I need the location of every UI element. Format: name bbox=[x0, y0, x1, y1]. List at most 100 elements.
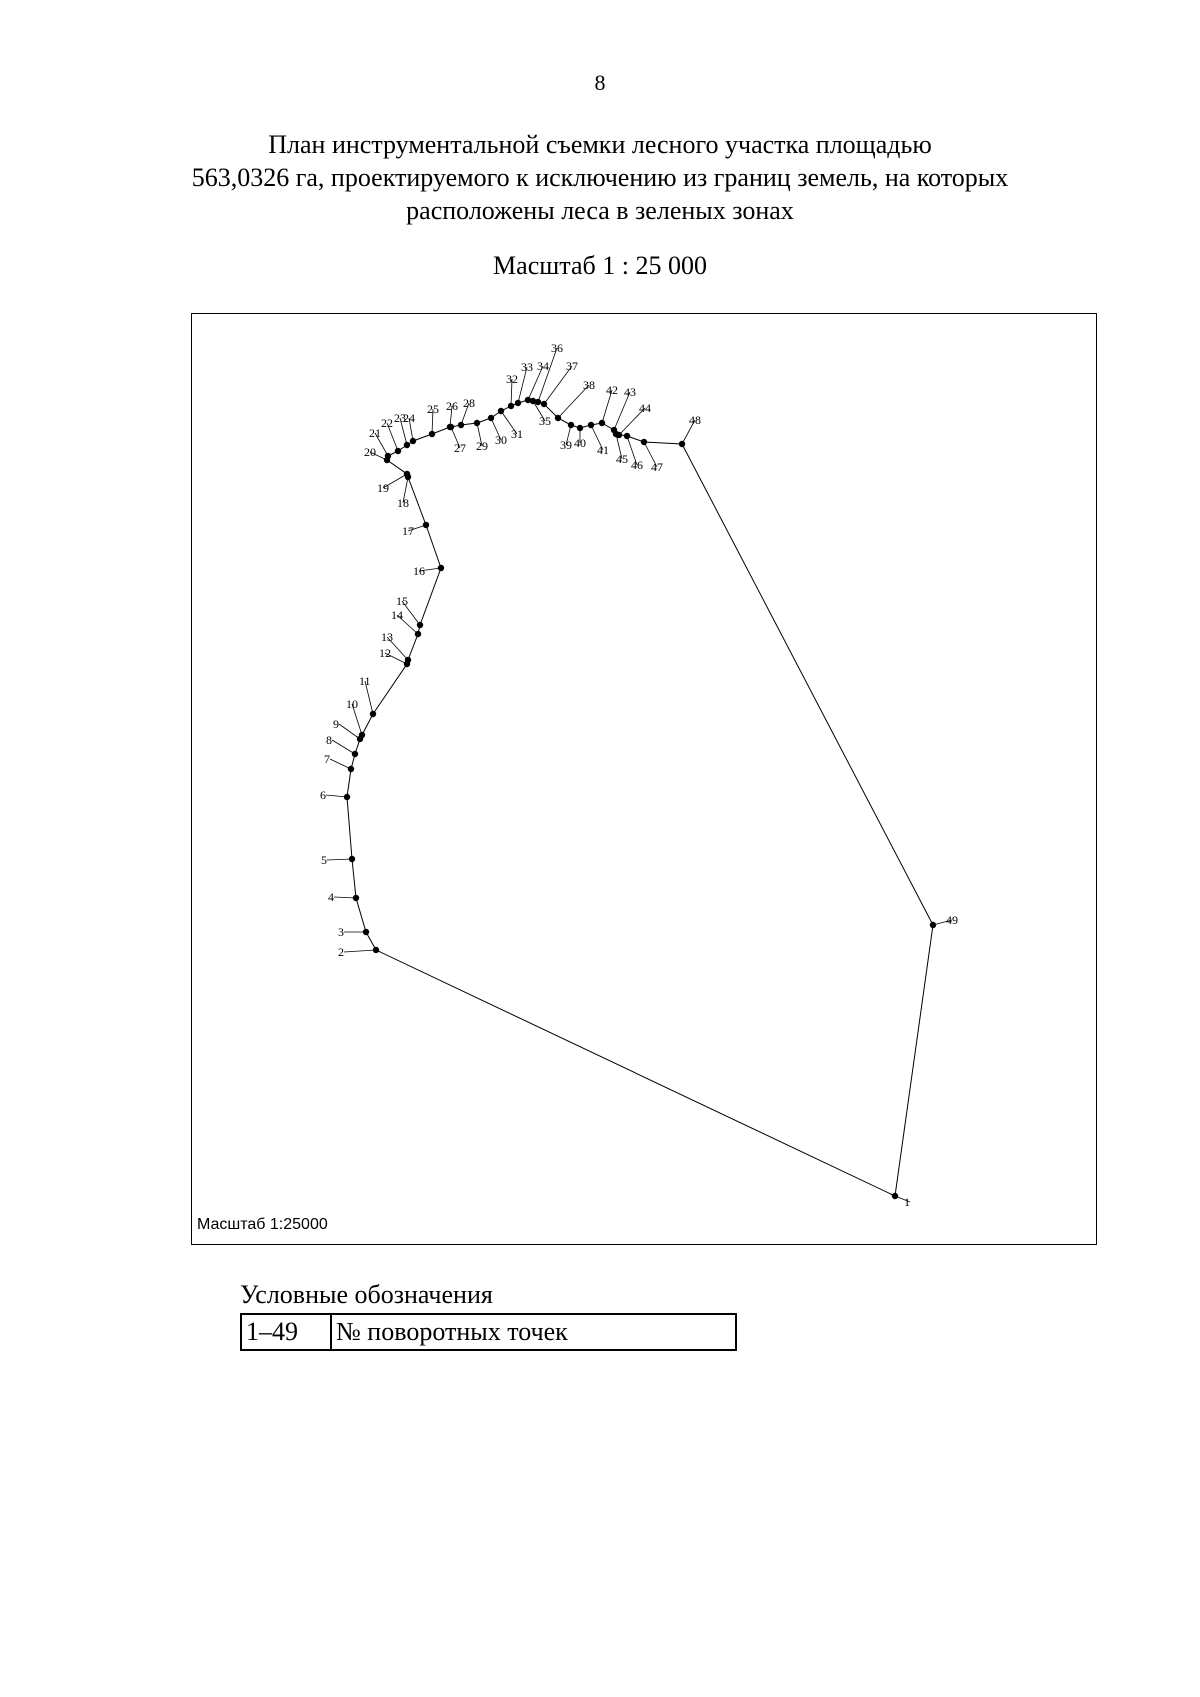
point-leader-43 bbox=[613, 391, 631, 431]
point-label-42: 42 bbox=[606, 383, 618, 397]
point-label-25: 25 bbox=[427, 402, 439, 416]
point-label-20: 20 bbox=[364, 445, 376, 459]
point-leader-14 bbox=[396, 614, 419, 635]
title-line-3: расположены леса в зеленых зонах bbox=[406, 196, 794, 225]
point-label-33: 33 bbox=[521, 360, 533, 374]
boundary-point-11 bbox=[369, 710, 377, 718]
boundary-point-31 bbox=[497, 407, 505, 415]
point-label-12: 12 bbox=[379, 646, 391, 660]
point-label-37: 37 bbox=[566, 359, 578, 373]
point-label-46: 46 bbox=[631, 458, 643, 472]
boundary-point-35 bbox=[529, 397, 537, 405]
boundary-point-17 bbox=[422, 521, 430, 529]
point-label-21: 21 bbox=[369, 426, 381, 440]
point-label-16: 16 bbox=[413, 564, 425, 578]
point-leader-44 bbox=[618, 407, 646, 436]
point-label-35: 35 bbox=[539, 414, 551, 428]
point-leader-41 bbox=[590, 424, 604, 451]
point-label-44: 44 bbox=[639, 401, 651, 415]
point-leader-30 bbox=[490, 417, 502, 441]
point-label-1: 1 bbox=[904, 1195, 910, 1209]
point-label-22: 22 bbox=[381, 416, 393, 430]
point-label-39: 39 bbox=[560, 438, 572, 452]
boundary-point-49 bbox=[929, 921, 937, 929]
boundary-point-37 bbox=[540, 400, 548, 408]
boundary-point-45 bbox=[612, 430, 620, 438]
boundary-point-6 bbox=[343, 793, 351, 801]
point-leader-37 bbox=[543, 365, 573, 405]
point-label-7: 7 bbox=[324, 752, 330, 766]
boundary-point-25 bbox=[428, 430, 436, 438]
boundary-point-39 bbox=[567, 421, 575, 429]
point-leader-8 bbox=[331, 739, 356, 755]
boundary-point-27 bbox=[447, 423, 455, 431]
boundary-point-46 bbox=[623, 432, 631, 440]
point-label-24: 24 bbox=[403, 411, 415, 425]
point-label-38: 38 bbox=[583, 378, 595, 392]
boundary-point-33 bbox=[514, 399, 522, 407]
legend-row: 1–49 № поворотных точек bbox=[240, 1313, 737, 1351]
point-leader-36 bbox=[537, 347, 558, 403]
boundary-point-13 bbox=[404, 656, 412, 664]
point-leader-5 bbox=[326, 858, 353, 861]
point-leader-4 bbox=[333, 896, 357, 899]
boundary-point-1 bbox=[891, 1192, 899, 1200]
point-label-30: 30 bbox=[495, 433, 507, 447]
boundary-point-32 bbox=[507, 402, 515, 410]
point-label-48: 48 bbox=[689, 413, 701, 427]
point-leader-48 bbox=[681, 419, 696, 445]
point-leader-42 bbox=[601, 389, 613, 424]
point-leader-46 bbox=[626, 435, 638, 466]
point-leader-10 bbox=[351, 703, 363, 736]
boundary-point-42 bbox=[598, 419, 606, 427]
point-label-9: 9 bbox=[333, 717, 339, 731]
point-leader-13 bbox=[386, 636, 409, 661]
point-leader-2 bbox=[343, 949, 377, 953]
point-label-13: 13 bbox=[381, 630, 393, 644]
point-leader-27 bbox=[450, 426, 461, 449]
boundary-point-36 bbox=[534, 398, 542, 406]
boundary-point-28 bbox=[457, 421, 465, 429]
boundary-point-10 bbox=[358, 731, 366, 739]
boundary-point-30 bbox=[487, 414, 495, 422]
point-leader-12 bbox=[384, 652, 408, 665]
legend-key: 1–49 bbox=[240, 1313, 332, 1351]
point-label-5: 5 bbox=[321, 853, 327, 867]
point-label-19: 19 bbox=[377, 481, 389, 495]
point-leader-25 bbox=[431, 408, 434, 435]
boundary-point-14 bbox=[414, 630, 422, 638]
point-leader-18 bbox=[402, 476, 409, 504]
point-label-3: 3 bbox=[338, 925, 344, 939]
boundary-point-7 bbox=[347, 765, 355, 773]
point-label-31: 31 bbox=[511, 427, 523, 441]
point-label-41: 41 bbox=[597, 443, 609, 457]
legend-title: Условные обозначения bbox=[240, 1280, 493, 1309]
point-leader-34 bbox=[527, 365, 544, 401]
point-leader-47 bbox=[643, 441, 658, 468]
boundary-point-38 bbox=[554, 414, 562, 422]
point-leader-26 bbox=[449, 405, 453, 428]
point-label-26: 26 bbox=[446, 399, 458, 413]
point-label-17: 17 bbox=[402, 524, 414, 538]
document-title: План инструментальной съемки лесного уча… bbox=[150, 128, 1050, 227]
boundary-point-16 bbox=[437, 564, 445, 572]
boundary-point-4 bbox=[352, 894, 360, 902]
boundary-point-21 bbox=[384, 452, 392, 460]
boundary-line bbox=[346, 399, 934, 1197]
boundary-point-47 bbox=[640, 438, 648, 446]
point-label-14: 14 bbox=[391, 608, 403, 622]
point-leader-28 bbox=[460, 402, 470, 426]
boundary-point-19 bbox=[403, 470, 411, 478]
point-leader-31 bbox=[500, 410, 518, 435]
title-line-1: План инструментальной съемки лесного уча… bbox=[268, 130, 932, 159]
point-leader-15 bbox=[401, 600, 421, 626]
point-label-6: 6 bbox=[320, 788, 326, 802]
point-leader-16 bbox=[418, 567, 442, 572]
point-leader-39 bbox=[565, 424, 572, 446]
point-label-4: 4 bbox=[328, 890, 334, 904]
point-label-45: 45 bbox=[616, 452, 628, 466]
point-leader-35 bbox=[532, 400, 546, 422]
point-label-47: 47 bbox=[651, 460, 663, 474]
